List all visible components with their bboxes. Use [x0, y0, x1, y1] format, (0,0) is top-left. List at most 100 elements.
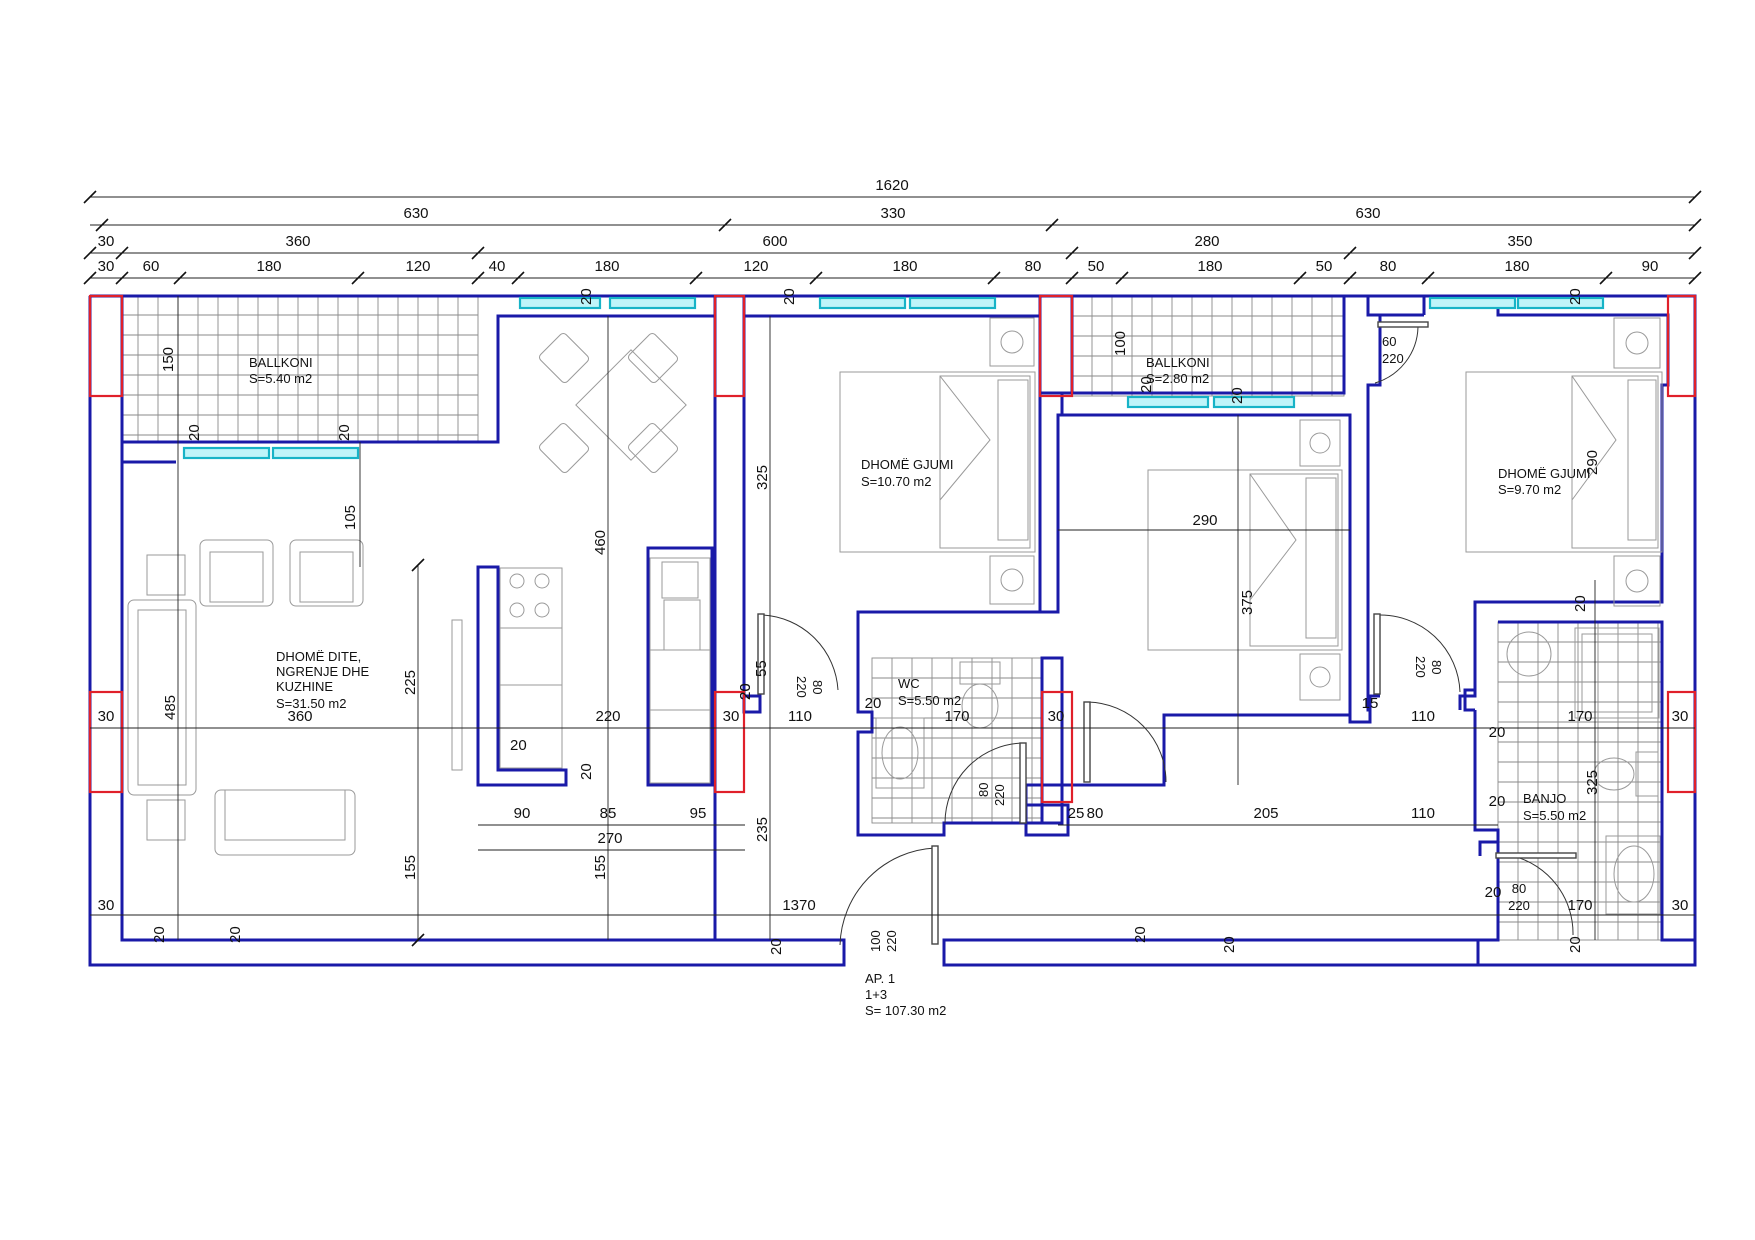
dim-220-g: 220 — [884, 930, 899, 952]
dim-290-h: 290 — [1192, 512, 1217, 529]
bed-1 — [839, 317, 1036, 605]
bathroom-tiles — [1497, 621, 1663, 941]
bed-3 — [1465, 317, 1663, 607]
dim-110-c: 110 — [1411, 805, 1435, 822]
dim-l4-12: 50 — [1316, 258, 1333, 275]
dim-1370: 1370 — [782, 897, 815, 914]
dim-l4-9: 80 — [1025, 258, 1042, 275]
dining-table — [538, 332, 687, 474]
dim-80-a: 80 — [810, 680, 825, 694]
dim-90: 90 — [514, 805, 531, 822]
bed-2-area: S=9.70 m2 — [1498, 482, 1561, 497]
dim-l4-2: 60 — [143, 258, 160, 275]
dim-460: 460 — [592, 530, 609, 555]
windows — [182, 296, 1605, 460]
dim-375: 375 — [1239, 590, 1256, 615]
dim-205: 205 — [1253, 805, 1278, 822]
dim-l4-14: 180 — [1504, 258, 1529, 275]
bed-1-area: S=10.70 m2 — [861, 474, 931, 489]
living-area: S=31.50 m2 — [276, 696, 346, 711]
wc-name: WC — [898, 676, 920, 691]
dim-80-e: 80 — [1512, 881, 1526, 896]
balcony-1-area: S=5.40 m2 — [249, 371, 312, 386]
dim-20-k: 20 — [578, 763, 595, 780]
dim-360: 360 — [287, 708, 312, 725]
dim-20-i: 20 — [1489, 724, 1506, 741]
dim-20-m: 20 — [1572, 595, 1589, 612]
dim-l3-4: 280 — [1194, 233, 1219, 250]
dim-100-b: 100 — [868, 930, 883, 952]
bathroom-area: S=5.50 m2 — [1523, 808, 1586, 823]
dim-220: 220 — [1382, 351, 1404, 366]
dim-30-n: 30 — [1048, 708, 1065, 725]
dim-l3-5: 350 — [1507, 233, 1532, 250]
dim-20b: 20 — [336, 424, 353, 441]
dim-225: 225 — [402, 670, 419, 695]
dim-85: 85 — [600, 805, 617, 822]
living-name-1: DHOMË DITE, — [276, 649, 361, 664]
dim-total: 1620 — [875, 177, 908, 194]
dim-170-a: 170 — [944, 708, 969, 725]
living-name-2: NGRENJE DHE — [276, 664, 370, 679]
dim-l4-3: 180 — [256, 258, 281, 275]
dim-20e: 20 — [1567, 288, 1584, 305]
dim-20d: 20 — [781, 288, 798, 305]
apartment-id: AP. 1 — [865, 971, 895, 986]
dim-150: 150 — [160, 347, 177, 372]
dim-220-e: 220 — [992, 784, 1007, 806]
dim-80-d: 80 — [1087, 805, 1104, 822]
dim-80-b: 80 — [1429, 660, 1444, 674]
dim-l4-13: 80 — [1380, 258, 1397, 275]
dim-55: 55 — [753, 660, 770, 677]
dim-30-right2: 30 — [1672, 897, 1689, 914]
bathroom-fixtures — [1506, 627, 1661, 915]
dim-l4-6: 180 — [594, 258, 619, 275]
dim-100: 100 — [1112, 331, 1129, 356]
dim-l3-1: 30 — [98, 233, 115, 250]
dim-20-o: 20 — [151, 926, 168, 943]
apartment-type: 1+3 — [865, 987, 887, 1002]
dim-20f: 20 — [1138, 376, 1155, 393]
dim-l4-1: 30 — [98, 258, 115, 275]
dim-155-b: 155 — [592, 855, 609, 880]
doors — [757, 321, 1577, 946]
dimension-lines — [83, 190, 1702, 947]
apartment-area: S= 107.30 m2 — [865, 1003, 946, 1018]
dim-20-p: 20 — [227, 926, 244, 943]
columns — [88, 294, 1697, 804]
balcony-2-name: BALLKONI — [1146, 355, 1210, 370]
dim-20c: 20 — [578, 288, 595, 305]
dim-170-c: 170 — [1567, 897, 1592, 914]
dim-220-f: 220 — [1508, 898, 1530, 913]
dim-20-q: 20 — [768, 938, 785, 955]
dim-15: 15 — [1362, 695, 1379, 712]
bed-2 — [1147, 419, 1343, 701]
dim-20-s: 20 — [1221, 936, 1238, 953]
dim-270: 270 — [597, 830, 622, 847]
dim-20-t: 20 — [1567, 936, 1584, 953]
dim-l2-3: 630 — [1355, 205, 1380, 222]
living-sofas — [127, 539, 463, 856]
bathroom-name: BANJO — [1523, 791, 1566, 806]
dim-105: 105 — [342, 505, 359, 530]
dim-155-a: 155 — [402, 855, 419, 880]
kitchen-appliances — [499, 557, 711, 784]
dim-l3-2: 360 — [285, 233, 310, 250]
dim-170-b: 170 — [1567, 708, 1592, 725]
dim-l4-15: 90 — [1642, 258, 1659, 275]
walls — [88, 294, 1697, 967]
dim-l4-4: 120 — [405, 258, 430, 275]
dim-235: 235 — [754, 817, 771, 842]
dim-l4-5: 40 — [489, 258, 506, 275]
dim-60: 60 — [1382, 334, 1396, 349]
balcony-1-name: BALLKONI — [249, 355, 313, 370]
dim-l4-10: 50 — [1088, 258, 1105, 275]
dim-30-mid: 30 — [723, 708, 740, 725]
dim-l4-11: 180 — [1197, 258, 1222, 275]
bed-1-name: DHOMË GJUMI — [861, 457, 953, 472]
dim-110-a: 110 — [788, 708, 812, 725]
dim-20-j: 20 — [737, 683, 754, 700]
dim-485: 485 — [162, 695, 179, 720]
room-labels: BALLKONI S=5.40 m2 DHOMË DITE, NGRENJE D… — [249, 355, 1590, 1018]
dim-30-left1: 30 — [98, 708, 115, 725]
